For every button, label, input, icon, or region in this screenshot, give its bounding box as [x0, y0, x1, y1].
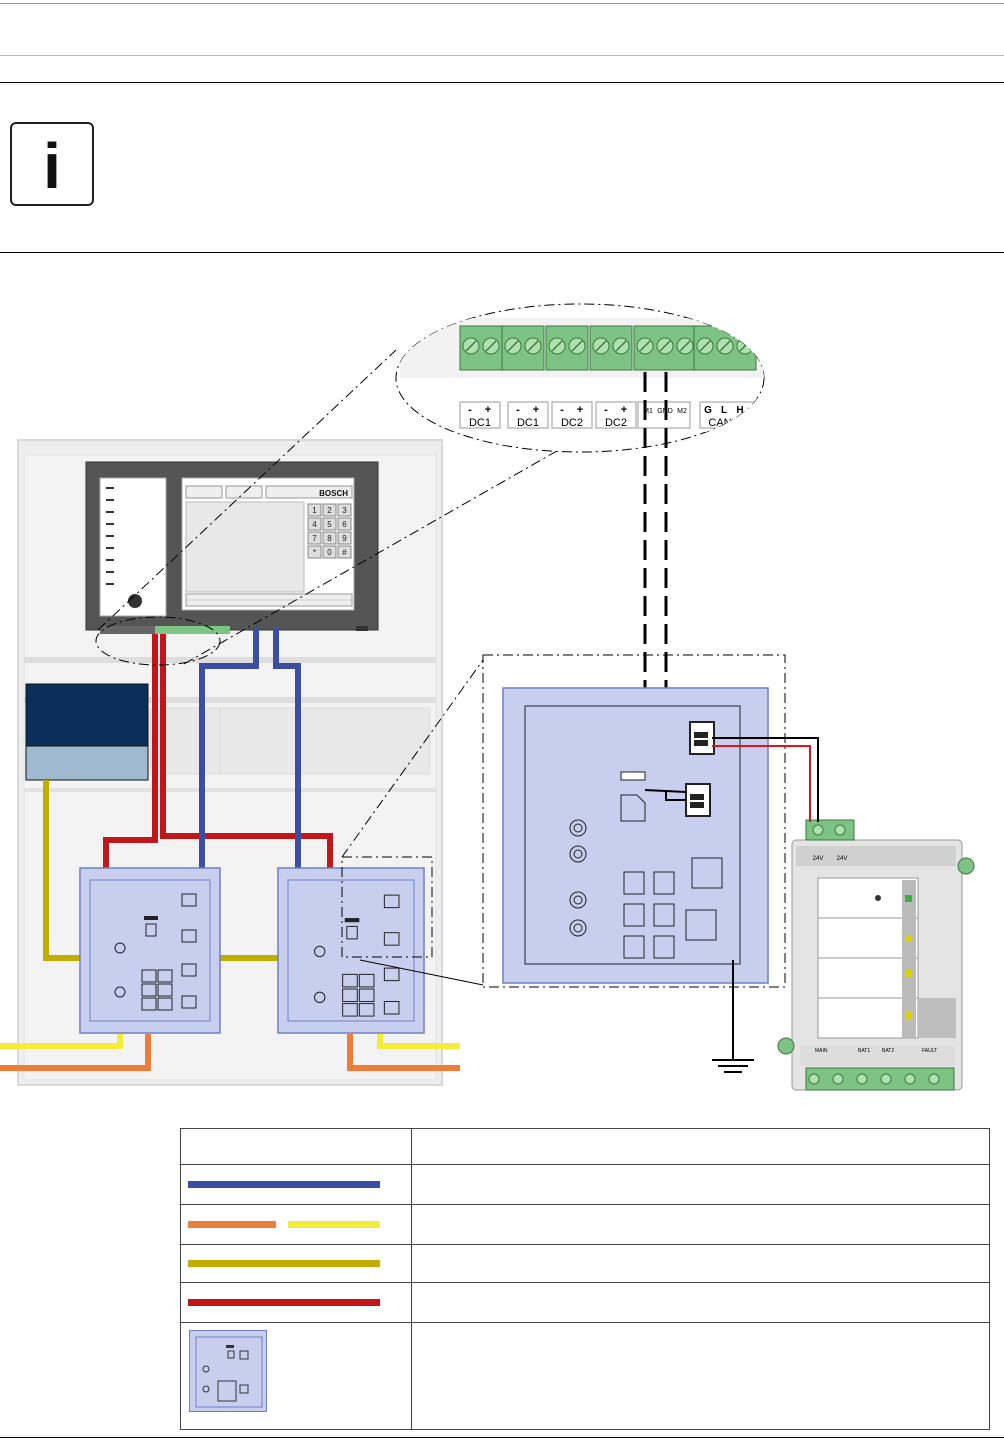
keypad-key-label: 8 [327, 534, 332, 543]
terminal-pin-label: - [604, 404, 608, 416]
terminal-can-label: L [721, 405, 727, 416]
blue-cable-2 [273, 628, 301, 868]
power-supply: 24V 24V MAIN BAT1 BAT2 FAULT [777, 819, 975, 1091]
orange-cable-left [0, 1034, 151, 1071]
terminal-pin-label: - [560, 404, 564, 416]
keypad-key-label: 7 [312, 534, 317, 543]
brand-label: BOSCH [319, 489, 348, 498]
zoom-box-module [482, 654, 786, 988]
keypad-key-label: # [342, 548, 347, 557]
orange-cable-right [347, 1034, 460, 1071]
blue-cable-1 [199, 628, 259, 868]
psu-label-bat1: BAT1 [858, 1048, 870, 1054]
module-thumbnail [189, 1330, 267, 1412]
info-top-rule [0, 82, 1004, 83]
legend-row-red [181, 1283, 989, 1323]
info-bottom-rule [0, 252, 1004, 253]
terminal-pin-label: - [516, 404, 520, 416]
red-cable-1 [103, 634, 158, 868]
keypad-key: 5 [322, 517, 337, 531]
terminal-label: DC2 [561, 417, 583, 429]
terminal-bus-label: M2 [677, 408, 687, 415]
psu-label-bat2: BAT2 [882, 1048, 894, 1054]
yellow-cable-right [377, 1034, 460, 1049]
legend-row-orange-yellow [181, 1205, 989, 1245]
module-large [502, 687, 769, 984]
terminal-label: DC1 [517, 417, 539, 429]
keypad-key-label: * [313, 548, 316, 557]
keypad-key: 4 [307, 517, 322, 531]
bottom-rule [0, 1437, 1004, 1438]
keypad-key: 0 [322, 545, 337, 559]
olive-cable-left [43, 780, 80, 961]
terminal-can-label: H [736, 405, 743, 416]
yellow-cable-left [0, 1034, 123, 1049]
red-swatch [188, 1299, 380, 1306]
psu-top-label-1: 24V [813, 856, 824, 862]
terminal-bus-label: M1 [643, 408, 653, 415]
terminal-can-label: G [704, 405, 712, 416]
keypad-key-label: 9 [342, 534, 347, 543]
keypad-key: 1 [307, 503, 322, 517]
keypad-key-label: 4 [312, 520, 317, 529]
module-2 [277, 867, 425, 1034]
keypad-key: * [307, 545, 322, 559]
blue-swatch [188, 1181, 380, 1188]
psu-wire-black [712, 737, 819, 822]
psu-wire-red [712, 745, 811, 822]
terminal-label: DC1 [469, 417, 491, 429]
module-1 [79, 867, 221, 1034]
terminal-pin-label: - [468, 404, 472, 416]
keypad-key-label: 2 [327, 506, 332, 515]
light-unit [25, 745, 149, 781]
keypad-key: 7 [307, 531, 322, 545]
psu-label-main: MAIN [815, 1048, 828, 1054]
olive-swatch [188, 1260, 380, 1267]
keypad-key: 9 [337, 531, 352, 545]
keypad-key: 3 [337, 503, 352, 517]
zoom-ellipse-small [95, 616, 221, 666]
legend-row-blue [181, 1165, 989, 1205]
keypad: 1 2 3 4 5 6 7 8 9 * 0 # [307, 503, 352, 559]
legend-row-olive [181, 1245, 989, 1283]
keypad-key-label: 0 [327, 548, 332, 557]
terminal-pin-label: + [485, 404, 491, 416]
orange-swatch [188, 1221, 276, 1228]
terminal-pin-label: + [577, 404, 583, 416]
legend-row-module [181, 1323, 989, 1429]
psu-label-fault: FAULT [922, 1048, 937, 1054]
top-rule [0, 3, 1004, 4]
ground-icon [712, 960, 754, 1073]
header-rule [0, 55, 1004, 56]
keypad-key: 6 [337, 517, 352, 531]
terminal-pin-label: + [621, 404, 627, 416]
panel-controller: BOSCH 1 2 3 4 5 6 7 8 9 * 0 # [85, 461, 379, 634]
yellow-swatch [288, 1221, 380, 1228]
keypad-key-label: 3 [342, 506, 347, 515]
keypad-key-label: 5 [327, 520, 332, 529]
legend-table [180, 1128, 990, 1430]
keypad-key-label: 6 [342, 520, 347, 529]
keypad-key-label: 1 [312, 506, 317, 515]
legend-header-row [181, 1129, 989, 1165]
terminal-pin-label: + [533, 404, 539, 416]
terminal-label: DC2 [605, 417, 627, 429]
info-icon: i [10, 122, 94, 206]
dark-unit [25, 683, 149, 747]
keypad-key: 2 [322, 503, 337, 517]
terminal-label: CAN [708, 417, 731, 429]
keypad-key: 8 [322, 531, 337, 545]
red-cable-2 [160, 634, 333, 868]
psu-top-label-2: 24V [837, 856, 848, 862]
keypad-key: # [337, 545, 352, 559]
